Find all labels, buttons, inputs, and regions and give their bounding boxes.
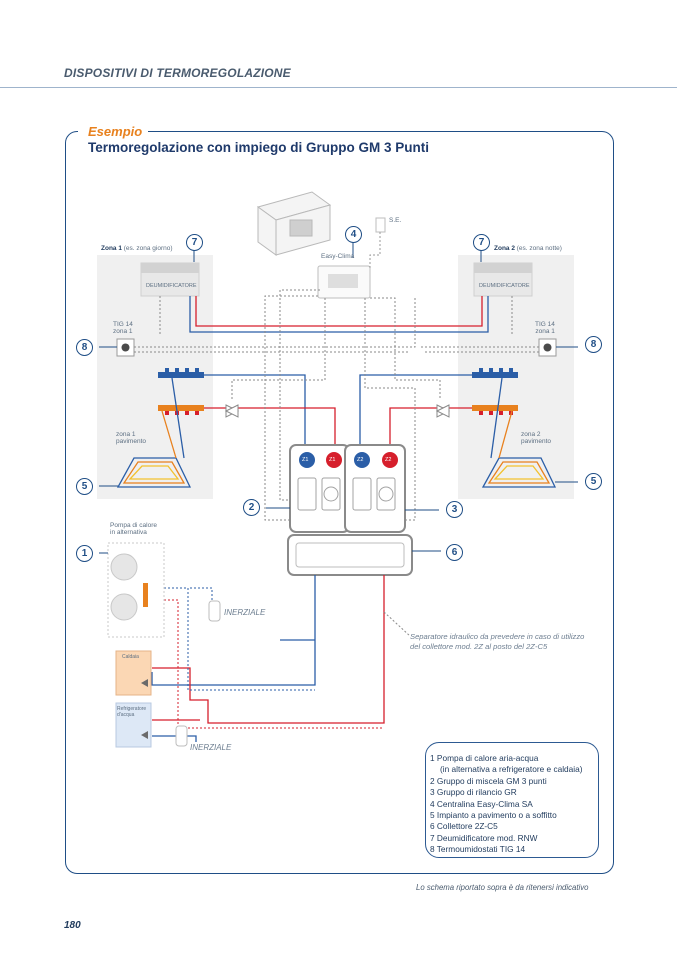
footnote: Lo schema riportato sopra è da ritenersi…: [416, 883, 589, 892]
control-wiring: [134, 289, 539, 521]
easy-clima-label: Easy-Clima: [321, 253, 355, 260]
probe-wire: [369, 232, 381, 268]
floor-loop-zone1: [116, 377, 192, 488]
legend-item: 3 Gruppo di rilancio GR: [430, 787, 517, 798]
diagram-frame: [65, 131, 614, 874]
heat-pump-connection: [143, 583, 148, 607]
frame-gap: [78, 124, 148, 138]
din-module-icon: [256, 191, 332, 256]
primary-circuit: [151, 575, 385, 742]
collector-2z-c5: [287, 534, 413, 576]
dehumidifier-zone1-label: DEUMIDIFICATORE: [146, 283, 197, 289]
dehumidifier-zone2-label: DEUMIDIFICATORE: [479, 283, 530, 289]
zone2-label: Zona 2 (es. zona notte): [494, 245, 562, 252]
valve-cap-z1-blue: [299, 452, 315, 468]
badge-4: 4: [345, 226, 362, 243]
section-title: DISPOSITIVI DI TERMOREGOLAZIONE: [64, 66, 291, 80]
legend-item: 2 Gruppo di miscela GM 3 punti: [430, 775, 547, 786]
hydraulic-lines: [189, 296, 489, 448]
boiler-label: Caldaia: [122, 654, 139, 660]
legend-item: 7 Deumidificatore mod. RNW: [430, 832, 538, 843]
valve-label-2: Z1: [329, 457, 336, 463]
legend-item: 6 Collettore 2Z-C5: [430, 821, 498, 832]
legend-item: 1 Pompa di calore aria-acqua: [430, 753, 539, 763]
inertial-tank-1-label: INERZIALE: [224, 608, 266, 617]
heat-pump-fan-2: [110, 593, 138, 621]
valve-label-4: Z2: [385, 457, 392, 463]
chiller-unit: [115, 702, 152, 748]
badge-3: 3: [446, 501, 463, 518]
badge-6: 6: [446, 544, 463, 561]
heat-pump-fan-1: [110, 553, 138, 581]
inertial-tank-1: [208, 600, 221, 622]
top-divider: [0, 87, 677, 88]
badge-5-zone1: 5: [76, 478, 93, 495]
valve-cap-z1-red: [326, 452, 342, 468]
separator-note: Separatore idraulico da prevedere in cas…: [410, 632, 585, 651]
inertial-tank-2: [175, 725, 188, 747]
badge-leaders: [99, 242, 578, 554]
badge-8-zone2: 8: [585, 336, 602, 353]
valve-label-3: Z2: [357, 457, 364, 463]
valve-label-1: Z1: [302, 457, 309, 463]
legend-item: (in alternativa a refrigeratore e caldai…: [440, 764, 583, 775]
badge-8-zone1: 8: [76, 339, 93, 356]
badge-5-zone2: 5: [585, 473, 602, 490]
badge-1: 1: [76, 545, 93, 562]
external-probe: [375, 217, 386, 233]
legend-item: 5 Impianto a pavimento o a soffitto: [430, 810, 557, 821]
easy-clima-display: [328, 274, 358, 288]
legend-item: 4 Centralina Easy-Clima SA: [430, 798, 533, 809]
badge-7-zone2: 7: [473, 234, 490, 251]
se-label: S.E.: [389, 217, 402, 224]
badge-2: 2: [243, 499, 260, 516]
legend-box: 1 Pompa di calore aria-acqua (in alterna…: [425, 742, 599, 858]
valve-cap-z2-red: [382, 452, 398, 468]
diagram-title: Termoregolazione con impiego di Gruppo G…: [88, 140, 430, 155]
boiler-unit: [115, 650, 152, 696]
inertial-tank-2-label: INERZIALE: [190, 743, 232, 752]
floor-loop-zone2: [481, 377, 557, 488]
zone1-label: Zona 1 (es. zona giorno): [101, 245, 173, 252]
valve-cap-z2-blue: [354, 452, 370, 468]
example-label: Esempio: [88, 124, 143, 139]
page-number: 180: [64, 920, 81, 931]
legend-item: 8 Termoumidostati TIG 14: [430, 844, 526, 855]
badge-7-zone1: 7: [186, 234, 203, 251]
zone-valve-1: [224, 404, 240, 418]
zone-valve-2: [435, 404, 451, 418]
heatpump-circuit: [148, 587, 384, 729]
